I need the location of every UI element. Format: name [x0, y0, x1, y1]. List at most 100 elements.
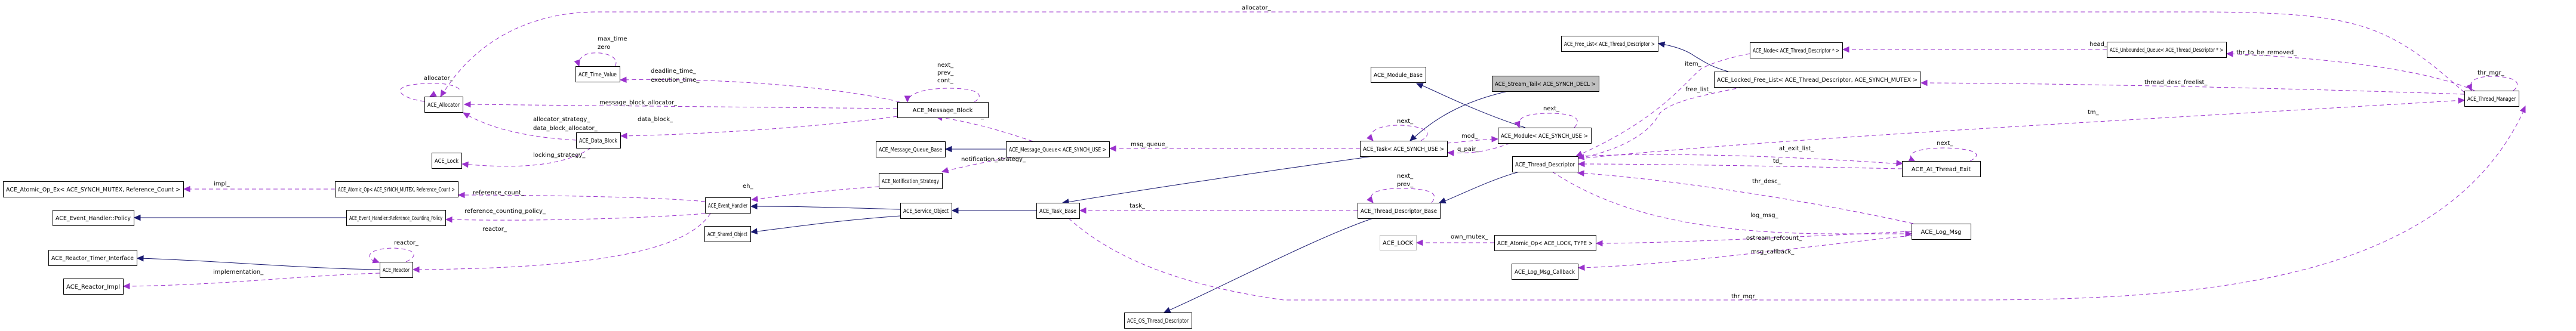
edge-line — [1659, 43, 1729, 72]
class-name: ACE_Free_List< ACE_Thread_Descriptor > — [1564, 41, 1655, 48]
class-box — [705, 197, 751, 214]
edge-inherit-message_queue-to-message_queue_base — [944, 146, 1006, 153]
inheritance-arrowhead-icon — [1415, 83, 1424, 89]
class-node-stream-tail[interactable]: ACE_Stream_Tail< ACE_SYNCH_DECL > — [1492, 76, 1599, 92]
class-box — [1358, 203, 1441, 219]
class-box — [2107, 42, 2227, 58]
class-node-reactor[interactable]: ACE_Reactor — [380, 262, 413, 278]
class-node-at-thread-exit[interactable]: ACE_At_Thread_Exit — [1902, 161, 1981, 177]
edge-use-event_handler-to-eh_refcount_policy — [445, 213, 706, 223]
class-node-module-base[interactable]: ACE_Module_Base — [1371, 67, 1426, 83]
inheritance-arrowhead-icon — [1409, 134, 1417, 141]
inheritance-arrowhead-icon — [1163, 307, 1171, 313]
edge-use-thread_descriptor-to-at_thread_exit — [1577, 154, 1904, 166]
usage-arrowhead-icon — [750, 196, 759, 202]
class-name: ACE_OS_Thread_Descriptor — [1127, 318, 1189, 324]
edge-use-allocator-to-allocator — [400, 83, 460, 102]
class-node-reactor-timer-iface[interactable]: ACE_Reactor_Timer_Interface — [48, 250, 137, 266]
edge-line — [907, 88, 980, 103]
usage-arrowhead-icon — [463, 101, 471, 108]
usage-arrowhead-icon — [619, 76, 627, 83]
class-name: ACE_Service_Object — [903, 208, 949, 215]
edge-inherit-eh_refcount_policy-to-eh_policy — [133, 214, 346, 221]
class-box — [879, 173, 943, 189]
edge-label: ostream_refcount_ — [1746, 235, 1802, 242]
edge-use-module-to-task — [1447, 143, 1511, 156]
class-node-atomic-op-mutex[interactable]: ACE_Atomic_Op< ACE_SYNCH_MUTEX, Referenc… — [335, 181, 458, 197]
edge-label: prev_ — [937, 70, 954, 76]
class-node-message-queue-base[interactable]: ACE_Message_Queue_Base — [876, 141, 946, 157]
class-name: ACE_Event_Handler::Reference_Counting_Po… — [349, 215, 442, 222]
class-box — [1494, 235, 1596, 251]
class-node-ace-lock-tpl[interactable]: ACE_LOCK — [1380, 235, 1417, 250]
class-node-atomic-op-ex[interactable]: ACE_Atomic_Op_Ex< ACE_SYNCH_MUTEX, Refer… — [3, 181, 184, 197]
class-node-shared-object[interactable]: ACE_Shared_Object — [704, 226, 751, 242]
class-node-task[interactable]: ACE_Task< ACE_SYNCH_USE > — [1360, 141, 1448, 157]
class-node-message-queue[interactable]: ACE_Message_Queue< ACE_SYNCH_USE > — [1006, 141, 1110, 157]
class-node-notification-strategy[interactable]: ACE_Notification_Strategy — [879, 173, 943, 189]
nodes-layer: ACE_Atomic_Op_Ex< ACE_SYNCH_MUTEX, Refer… — [3, 36, 2519, 329]
class-node-atomic-op-lock[interactable]: ACE_Atomic_Op< ACE_LOCK, TYPE > — [1494, 235, 1596, 251]
edge-line — [1575, 53, 1750, 157]
class-node-log-msg[interactable]: ACE_Log_Msg — [1912, 224, 1971, 240]
edge-line — [464, 113, 577, 141]
class-node-node[interactable]: ACE_Node< ACE_Thread_Descriptor * > — [1750, 42, 1843, 58]
class-node-eh-refcount-policy[interactable]: ACE_Event_Handler::Reference_Counting_Po… — [346, 210, 446, 226]
class-node-service-object[interactable]: ACE_Service_Object — [900, 203, 952, 219]
inheritance-arrowhead-icon — [750, 203, 758, 210]
class-box — [1380, 235, 1417, 250]
edge-inherit-task_base-to-service_object — [951, 207, 1036, 214]
edge-use-reactor-to-reactor_impl — [122, 273, 380, 290]
class-node-allocator[interactable]: ACE_Allocator — [424, 97, 463, 113]
edge-label: thr_desc_ — [1752, 178, 1781, 185]
class-name: ACE_Message_Queue< ACE_SYNCH_USE > — [1009, 147, 1106, 153]
class-node-free-list[interactable]: ACE_Free_List< ACE_Thread_Descriptor > — [1561, 36, 1658, 52]
class-node-os-thread-descriptor[interactable]: ACE_OS_Thread_Descriptor — [1124, 313, 1192, 329]
class-node-module[interactable]: ACE_Module< ACE_SYNCH_USE > — [1498, 128, 1592, 144]
class-node-eh-policy[interactable]: ACE_Event_Handler::Policy — [53, 210, 134, 226]
class-node-thread-manager[interactable]: ACE_Thread_Manager — [2464, 91, 2519, 107]
class-name: ACE_Atomic_Op< ACE_LOCK, TYPE > — [1497, 240, 1593, 247]
edge-label: implementation_ — [213, 269, 264, 276]
edge-use-log_msg-to-thread_descriptor — [1577, 170, 1914, 224]
usage-arrowhead-icon — [429, 91, 437, 97]
class-node-log-msg-callback[interactable]: ACE_Log_Msg_Callback — [1512, 264, 1578, 280]
class-node-thread-descriptor-base[interactable]: ACE_Thread_Descriptor_Base — [1358, 203, 1441, 219]
class-name: ACE_Task< ACE_SYNCH_USE > — [1363, 146, 1444, 153]
class-box — [53, 210, 134, 226]
class-node-reactor-impl[interactable]: ACE_Reactor_Impl — [63, 279, 124, 295]
class-node-data-block[interactable]: ACE_Data_Block — [576, 132, 621, 149]
edge-label: reference_count_ — [473, 190, 525, 196]
class-box — [575, 66, 620, 82]
edge-use-thread_manager-to-unbounded_queue — [2226, 51, 2475, 91]
class-node-message-block[interactable]: ACE_Message_Block — [897, 102, 989, 118]
class-name: ACE_Unbounded_Queue< ACE_Thread_Descript… — [2110, 47, 2223, 54]
class-name: ACE_Reactor — [383, 267, 410, 274]
edge-line — [138, 258, 380, 270]
class-node-locked-free-list[interactable]: ACE_Locked_Free_List< ACE_Thread_Descrip… — [1714, 72, 1921, 88]
class-name: ACE_Atomic_Op< ACE_SYNCH_MUTEX, Referenc… — [338, 187, 455, 193]
class-name: ACE_Stream_Tail< ACE_SYNCH_DECL > — [1495, 81, 1596, 88]
class-box — [900, 203, 952, 219]
class-box — [1750, 42, 1843, 58]
edge-line — [937, 116, 1033, 142]
class-name: ACE_Reactor_Impl — [66, 284, 120, 290]
edge-use-message_block-to-message_block — [904, 88, 980, 103]
class-name: ACE_Event_Handler::Policy — [56, 215, 131, 222]
class-name: ACE_Thread_Descriptor_Base — [1361, 208, 1437, 215]
class-node-time-value[interactable]: ACE_Time_Value — [575, 66, 620, 82]
class-node-unbounded-queue[interactable]: ACE_Unbounded_Queue< ACE_Thread_Descript… — [2107, 42, 2227, 58]
class-node-task-base[interactable]: ACE_Task_Base — [1036, 203, 1080, 219]
usage-arrowhead-icon — [1109, 145, 1116, 152]
edge-line — [1164, 218, 1374, 313]
edge-line — [1448, 143, 1511, 154]
edge-label: thr_mgr_ — [1731, 293, 1759, 300]
edge-use-reactor-to-reactor — [369, 248, 414, 264]
class-node-lock[interactable]: ACE_Lock — [432, 153, 462, 169]
class-node-thread-descriptor[interactable]: ACE_Thread_Descriptor — [1512, 156, 1578, 172]
usage-arrowhead-icon — [1577, 264, 1585, 271]
usage-arrowhead-icon — [2466, 83, 2472, 92]
class-box — [48, 250, 137, 266]
class-node-event-handler[interactable]: ACE_Event_Handler — [705, 197, 751, 214]
class-box — [346, 210, 446, 226]
